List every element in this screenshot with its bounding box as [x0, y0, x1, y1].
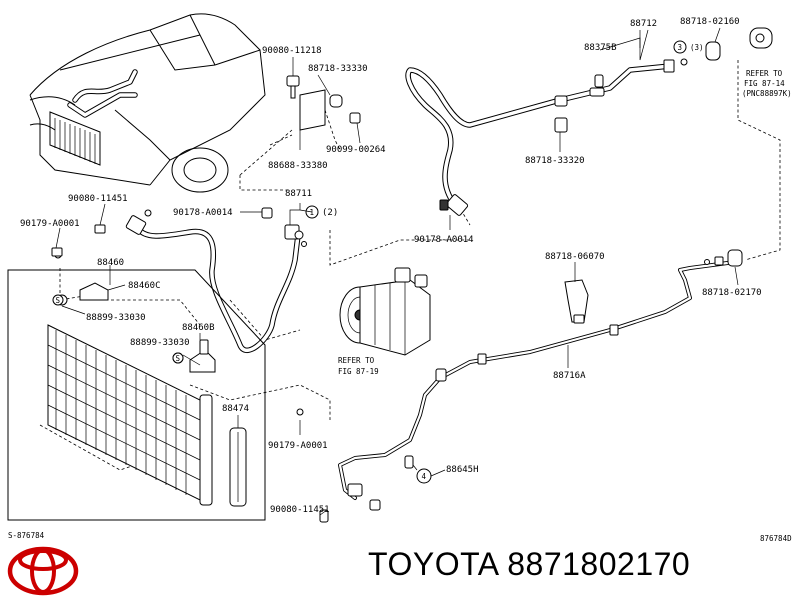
callout-90080-11218: 90080-11218	[262, 46, 322, 56]
callout-88718-06070: 88718-06070	[545, 252, 605, 262]
callout-88474: 88474	[222, 404, 249, 414]
callout-88645h: 88645H	[446, 465, 479, 475]
callout-88712: 88712	[630, 19, 657, 29]
part-number: 8871802170	[507, 546, 691, 582]
hose-88712	[405, 27, 773, 216]
callout-refer-87-19-fig: FIG 87-19	[338, 367, 379, 376]
callout-88460b: 88460B	[182, 323, 215, 333]
callout-90178-a0014-left: 90178-A0014	[173, 208, 233, 218]
callout-88718-02160: 88718-02160	[680, 17, 740, 27]
hose-88711	[125, 207, 307, 353]
callout-90178-a0014-right: 90178-A0014	[414, 235, 474, 245]
callout-88460c: 88460C	[128, 281, 161, 291]
callout-88718-02170: 88718-02170	[702, 288, 762, 298]
label-leaders	[55, 27, 739, 516]
callout-90099-00264: 90099-00264	[326, 145, 386, 155]
marker-4: 4	[422, 472, 427, 481]
callout-90179-a0001-top: 90179-A0001	[20, 219, 80, 229]
small-hardware	[51, 75, 361, 257]
callout-refer-87-19: REFER TO	[338, 356, 375, 365]
marker-1: 1	[310, 208, 315, 217]
callout-88375b: 88375B	[584, 43, 617, 53]
callout-90080-11451-bottom: 90080-11451	[270, 505, 330, 515]
car-illustration	[29, 13, 266, 193]
brand-part-number: TOYOTA 8871802170	[368, 546, 690, 583]
callout-88460: 88460	[97, 258, 124, 268]
diagram-code-left: S-876784	[8, 531, 45, 540]
condenser	[7, 251, 304, 521]
callouts: 90080-11218 88718-33330 90099-00264 8868…	[8, 17, 792, 543]
tube-88716a	[319, 249, 743, 523]
callout-88711: 88711	[285, 189, 312, 199]
callout-88718-33320: 88718-33320	[525, 156, 585, 166]
marker-s2: S	[176, 354, 181, 363]
callout-refer-87-14: REFER TO	[746, 69, 783, 78]
callout-88718-33330: 88718-33330	[308, 64, 368, 74]
callout-90179-a0001-bottom: 90179-A0001	[268, 441, 328, 451]
callout-88899-33030-top: 88899-33030	[86, 313, 146, 323]
callout-one-two: (2)	[322, 208, 338, 218]
diagram-code-right: 876784D	[760, 534, 792, 543]
callout-88688-33380: 88688-33380	[268, 161, 328, 171]
callout-88716a: 88716A	[553, 371, 586, 381]
brand-name: TOYOTA	[368, 546, 498, 582]
callout-88899-33030-mid: 88899-33030	[130, 338, 190, 348]
callout-refer-87-14-pnc: (PNC88897K)	[742, 89, 792, 98]
toyota-logo-icon	[7, 546, 79, 596]
callout-90080-11451-top: 90080-11451	[68, 194, 128, 204]
callout-refer-87-14-fig: FIG 87-14	[744, 79, 785, 88]
compressor	[339, 267, 431, 356]
marker-s1: S	[56, 296, 61, 305]
markers: 1 3 (3) 4 S S	[52, 40, 704, 484]
marker-3b: (3)	[690, 43, 704, 52]
marker-3: 3	[678, 43, 683, 52]
